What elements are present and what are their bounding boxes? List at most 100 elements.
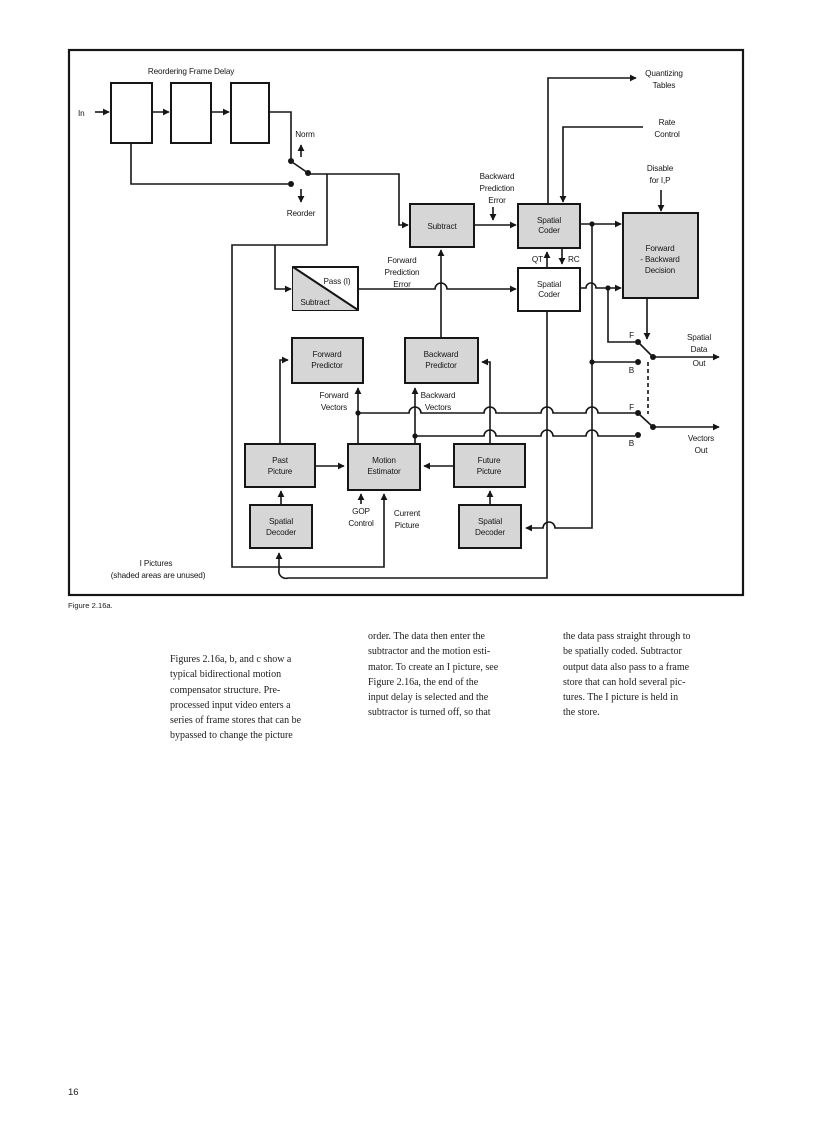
figure-2-16a-diagram: Subtract Spatial Coder Spatial Coder For… [67, 48, 745, 597]
frame-store-1 [110, 82, 153, 144]
text-line: processed input video enters a [170, 699, 291, 711]
past-picture-box [244, 443, 316, 488]
wire-quantizing-tables [547, 74, 637, 205]
norm-label: Norm [295, 130, 315, 139]
i-pictures-label: I Pictures [140, 559, 173, 568]
subtract-box [409, 203, 475, 248]
svg-text:Picture: Picture [395, 521, 420, 530]
svg-text:Backward: Backward [424, 350, 459, 359]
box-labels: Subtract Spatial Coder Spatial Coder For… [266, 216, 680, 537]
svg-text:(shaded areas are unused): (shaded areas are unused) [111, 571, 206, 580]
body-text-column-3: the data pass straight through to be spa… [563, 629, 690, 721]
forward-prediction-error-label: Forward [388, 256, 418, 265]
quantizing-tables-label: Quantizing [645, 69, 683, 78]
qt-label: QT [532, 255, 543, 264]
wire-coder1-to-decoder-right [525, 224, 593, 532]
text-line: subtractor and the motion esti- [368, 646, 491, 658]
svg-text:Out: Out [693, 359, 707, 368]
diagram-boxes [110, 82, 699, 549]
svg-text:Decoder: Decoder [475, 528, 505, 537]
subtract-label: Subtract [427, 222, 457, 231]
text-line: typical bidirectional motion [170, 669, 282, 681]
text-line: store that can hold several pic- [563, 676, 686, 688]
svg-text:Decision: Decision [645, 266, 676, 275]
disable-ip-label: Disable [647, 164, 674, 173]
wire-switch-lever-input [291, 161, 309, 174]
svg-text:Error: Error [488, 196, 506, 205]
gop-control-label: GOP [352, 507, 370, 516]
text-line: order. The data then enter the [368, 631, 485, 642]
f-contact-2-label: F [629, 403, 634, 412]
forward-predictor-box [291, 337, 364, 384]
text-line: input delay is selected and the [368, 692, 489, 704]
svg-text:Data: Data [691, 345, 708, 354]
block-diagram-svg: Subtract Spatial Coder Spatial Coder For… [67, 48, 745, 597]
svg-text:Control: Control [654, 130, 680, 139]
pass-subtract-label: Subtract [300, 298, 330, 307]
svg-text:Future: Future [478, 456, 501, 465]
vectors-out-label: Vectors [688, 434, 714, 443]
spatial-data-out-label: Spatial [687, 333, 711, 342]
forward-backward-decision-box [622, 212, 699, 299]
svg-text:Error: Error [393, 280, 411, 289]
backward-prediction-error-label: Backward [480, 172, 515, 181]
frame-store-2 [170, 82, 212, 144]
svg-text:Coder: Coder [538, 226, 560, 235]
text-line: series of frame stores that can be [170, 715, 302, 727]
svg-text:for I,P: for I,P [650, 176, 671, 185]
svg-text:Picture: Picture [268, 467, 293, 476]
page-number: 16 [68, 1087, 79, 1098]
body-text-column-1: Figures 2.16a, b, and c show a typical b… [170, 652, 301, 744]
backward-vectors-label: Backward [421, 391, 456, 400]
svg-text:Prediction: Prediction [480, 184, 516, 193]
body-text-column-2: order. The data then enter the subtracto… [368, 629, 498, 721]
spatial-coder-1-box [517, 203, 581, 249]
wire-current-picture [231, 174, 388, 568]
svg-text:Vectors: Vectors [321, 403, 347, 412]
svg-text:Tables: Tables [653, 81, 676, 90]
f-contact-1-label: F [629, 331, 634, 340]
svg-text:- Backward: - Backward [640, 255, 680, 264]
text-line: tures. The I picture is held in [563, 692, 679, 704]
svg-text:Spatial: Spatial [269, 517, 293, 526]
spatial-decoder-right-box [458, 504, 522, 549]
svg-text:Estimator: Estimator [367, 467, 401, 476]
svg-text:Out: Out [695, 446, 709, 455]
text-line: the data pass straight through to [563, 631, 691, 642]
svg-text:Spatial: Spatial [537, 216, 561, 225]
svg-text:Motion: Motion [372, 456, 396, 465]
wire-to-decoder-left [275, 311, 548, 580]
svg-text:Spatial: Spatial [478, 517, 502, 526]
diagram-title: Reordering Frame Delay [148, 67, 235, 76]
wire-fwd-pred-error [358, 282, 517, 293]
svg-text:Predictor: Predictor [425, 361, 457, 370]
in-label: In [78, 109, 85, 118]
figure-frame [67, 48, 745, 597]
text-line: compensator structure. Pre- [170, 684, 281, 696]
text-line: mator. To create an I picture, see [368, 661, 499, 673]
svg-text:Coder: Coder [538, 290, 560, 299]
svg-text:Vectors: Vectors [425, 403, 451, 412]
motion-estimator-box [347, 443, 421, 491]
svg-text:Forward: Forward [313, 350, 343, 359]
svg-text:Past: Past [272, 456, 289, 465]
svg-text:Forward: Forward [646, 244, 676, 253]
spatial-decoder-left-box [249, 504, 313, 549]
text-line: Figure 2.16a, the end of the [368, 676, 479, 688]
wire-to-subtract [308, 173, 409, 229]
svg-text:Spatial: Spatial [537, 280, 561, 289]
future-picture-box [453, 443, 526, 488]
backward-predictor-box [404, 337, 479, 384]
rc-label: RC [568, 255, 580, 264]
text-line: subtractor is turned off, so that [368, 707, 491, 719]
reorder-label: Reorder [287, 209, 316, 218]
current-picture-label: Current [394, 509, 421, 518]
figure-caption: Figure 2.16a. [68, 601, 113, 610]
svg-text:Predictor: Predictor [311, 361, 343, 370]
wire-rate-control [559, 126, 643, 203]
b-contact-1-label: B [629, 366, 635, 375]
svg-text:Control: Control [348, 519, 374, 528]
diagram-labels: Reordering Frame Delay In Norm Reorder Q… [78, 67, 714, 580]
b-contact-2-label: B [629, 439, 635, 448]
rate-control-label: Rate [659, 118, 676, 127]
